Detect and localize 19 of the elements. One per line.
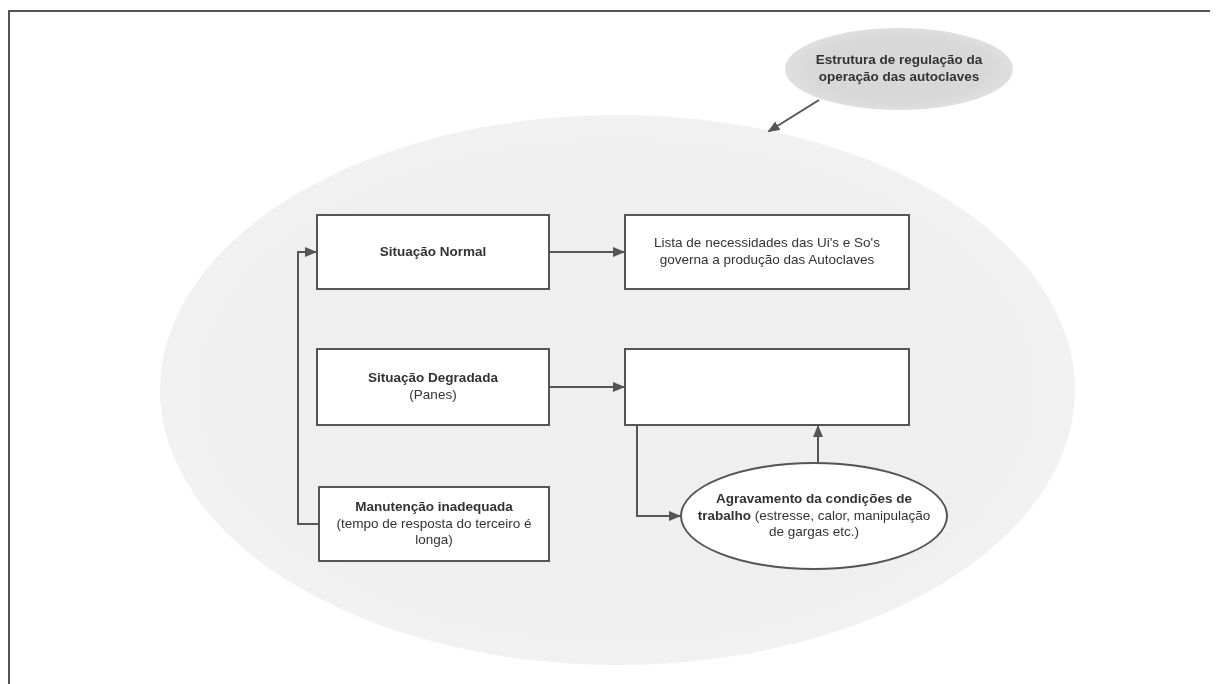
node-text: (tempo de resposta do terceiro é longa): [335, 515, 533, 550]
arrow: [297, 247, 319, 525]
node-text: (Panes): [409, 387, 457, 404]
node-text: Manutenção inadequada: [355, 498, 513, 516]
node-text: Lista de necessidades das Ui's e So's governa a produção das Autoclaves: [653, 235, 881, 269]
node-text: Situação Degradada: [368, 370, 498, 387]
empty-box: [624, 348, 910, 426]
node-text: Agravamento da condições de trabalho (estresse, calor, manipulação de gargas etc.): [696, 490, 932, 542]
arrow: [636, 425, 681, 521]
process-box: [318, 486, 550, 562]
arrow: [767, 99, 820, 133]
process-box: [316, 348, 550, 426]
process-box: [316, 214, 550, 290]
node-text: Estrutura de regulação da operação das autoclaves: [814, 52, 984, 86]
process-box: [624, 214, 910, 290]
arrow: [549, 382, 625, 392]
arrow: [549, 247, 625, 257]
arrow: [813, 425, 823, 463]
node-text: Situação Normal: [379, 243, 487, 261]
